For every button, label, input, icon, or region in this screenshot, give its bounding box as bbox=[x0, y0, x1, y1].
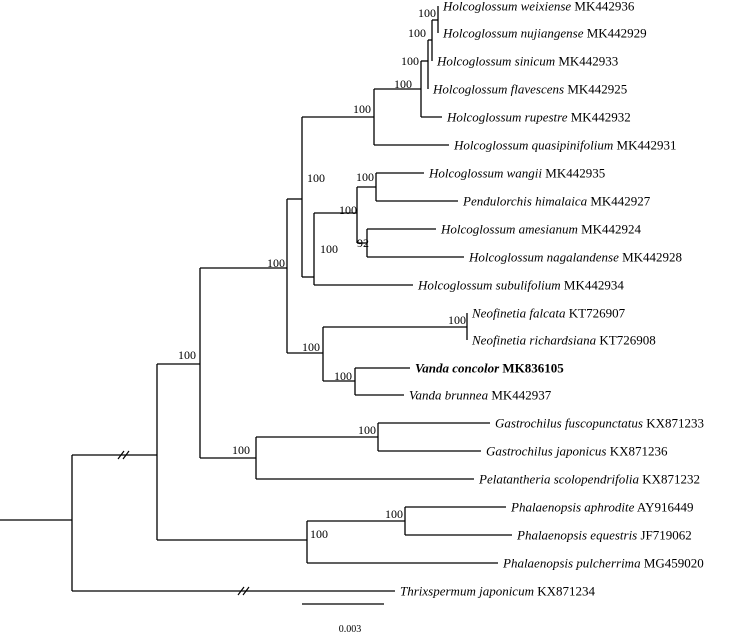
taxon-label: Holcoglossum amesianum MK442924 bbox=[440, 222, 642, 237]
taxon-accession: KX871233 bbox=[643, 416, 704, 431]
tree-branches bbox=[0, 6, 512, 592]
taxon-label: Pelatantheria scolopendrifolia KX871232 bbox=[478, 472, 700, 487]
bootstrap-value: 100 bbox=[394, 77, 412, 91]
branch-break-mark bbox=[242, 586, 250, 596]
taxon-accession: MK442932 bbox=[568, 110, 631, 125]
taxon-label: Holcoglossum flavescens MK442925 bbox=[432, 82, 627, 97]
taxon-accession: KT726908 bbox=[596, 333, 656, 348]
bootstrap-value: 100 bbox=[320, 242, 338, 256]
taxon-accession: MK442934 bbox=[561, 278, 625, 293]
bootstrap-value: 100 bbox=[334, 369, 352, 383]
taxon-label: Phalaenopsis pulcherrima MG459020 bbox=[502, 556, 704, 571]
taxon-label: Holcoglossum wangii MK442935 bbox=[428, 166, 605, 181]
scale-bar-label: 0.003 bbox=[339, 624, 362, 635]
bootstrap-value: 100 bbox=[385, 507, 403, 521]
bootstrap-value: 100 bbox=[353, 102, 371, 116]
taxon-species-name: Phalaenopsis pulcherrima bbox=[502, 556, 641, 571]
taxon-label: Phalaenopsis aphrodite AY916449 bbox=[510, 500, 694, 515]
taxon-accession: MK442937 bbox=[488, 388, 552, 403]
taxon-accession: KX871234 bbox=[534, 584, 596, 599]
taxon-species-name: Holcoglossum quasipinifolium bbox=[453, 138, 613, 153]
taxon-species-name: Neofinetia richardsiana bbox=[471, 333, 597, 348]
bootstrap-value: 100 bbox=[418, 6, 436, 20]
taxon-label: Neofinetia richardsiana KT726908 bbox=[471, 333, 656, 348]
taxon-species-name: Holcoglossum nujiangense bbox=[442, 26, 584, 41]
taxon-accession: MK442928 bbox=[619, 250, 682, 265]
taxon-accession: KT726907 bbox=[566, 306, 626, 321]
taxon-species-name: Vanda brunnea bbox=[409, 388, 489, 403]
bootstrap-value: 100 bbox=[448, 313, 466, 327]
bootstrap-value: 100 bbox=[178, 348, 196, 362]
taxon-labels: Holcoglossum weixiense MK442936Holcoglos… bbox=[400, 0, 704, 599]
taxon-label: Holcoglossum rupestre MK442932 bbox=[446, 110, 631, 125]
scale-bar: 0.003 bbox=[302, 603, 384, 635]
taxon-accession: MK442927 bbox=[587, 194, 651, 209]
bootstrap-value: 100 bbox=[267, 256, 285, 270]
taxon-species-name: Holcoglossum flavescens bbox=[432, 82, 564, 97]
taxon-species-name: Gastrochilus japonicus bbox=[486, 444, 607, 459]
taxon-label: Gastrochilus fuscopunctatus KX871233 bbox=[495, 416, 704, 431]
taxon-species-name: Holcoglossum subulifolium bbox=[417, 278, 561, 293]
taxon-label: Thrixspermum japonicum KX871234 bbox=[400, 584, 595, 599]
bootstrap-value: 92 bbox=[357, 236, 369, 250]
taxon-accession: MK442935 bbox=[542, 166, 605, 181]
taxon-species-name: Neofinetia falcata bbox=[471, 306, 566, 321]
bootstrap-value: 100 bbox=[232, 443, 250, 457]
taxon-accession: AY916449 bbox=[634, 500, 693, 515]
taxon-accession: MK442924 bbox=[578, 222, 642, 237]
taxon-label: Vanda brunnea MK442937 bbox=[409, 388, 552, 403]
taxon-label: Holcoglossum quasipinifolium MK442931 bbox=[453, 138, 676, 153]
bootstrap-value: 100 bbox=[358, 423, 376, 437]
taxon-species-name: Holcoglossum weixiense bbox=[442, 0, 571, 14]
taxon-accession: MK442931 bbox=[613, 138, 676, 153]
taxon-species-name: Holcoglossum amesianum bbox=[440, 222, 578, 237]
taxon-accession: MG459020 bbox=[641, 556, 704, 571]
taxon-accession: MK442925 bbox=[564, 82, 627, 97]
branch-break-mark bbox=[237, 586, 245, 596]
bootstrap-values: 100 100 100 100 100 100 100 100 92 100 100 100 100 10… bbox=[178, 6, 466, 541]
bootstrap-value: 100 bbox=[310, 527, 328, 541]
taxon-species-name: Holcoglossum rupestre bbox=[446, 110, 568, 125]
taxon-label: Pendulorchis himalaica MK442927 bbox=[462, 194, 651, 209]
bootstrap-value: 100 bbox=[302, 340, 320, 354]
taxon-accession: KX871232 bbox=[639, 472, 700, 487]
bootstrap-value: 100 bbox=[307, 171, 325, 185]
taxon-label: Gastrochilus japonicus KX871236 bbox=[486, 444, 668, 459]
taxon-label: Holcoglossum weixiense MK442936 bbox=[442, 0, 635, 14]
taxon-species-name: Holcoglossum wangii bbox=[428, 166, 542, 181]
taxon-accession: MK442936 bbox=[571, 0, 635, 14]
taxon-accession: KX871236 bbox=[607, 444, 669, 459]
taxon-label: Vanda concolor MK836105 bbox=[415, 361, 564, 376]
taxon-label: Phalaenopsis equestris JF719062 bbox=[516, 528, 692, 543]
taxon-species-name: Phalaenopsis equestris bbox=[516, 528, 637, 543]
taxon-accession: MK442929 bbox=[583, 26, 646, 41]
taxon-accession: MK442933 bbox=[555, 54, 618, 69]
bootstrap-value: 100 bbox=[339, 203, 357, 217]
taxon-species-name: Phalaenopsis aphrodite bbox=[510, 500, 635, 515]
taxon-label: Holcoglossum nagalandense MK442928 bbox=[468, 250, 682, 265]
bootstrap-value: 100 bbox=[408, 26, 426, 40]
branch-break-mark bbox=[117, 450, 125, 460]
taxon-accession: JF719062 bbox=[637, 528, 692, 543]
taxon-species-name: Holcoglossum sinicum bbox=[436, 54, 555, 69]
taxon-accession: MK836105 bbox=[499, 361, 564, 376]
taxon-label: Holcoglossum nujiangense MK442929 bbox=[442, 26, 647, 41]
taxon-species-name: Vanda concolor bbox=[415, 361, 500, 376]
taxon-label: Neofinetia falcata KT726907 bbox=[471, 306, 626, 321]
bootstrap-value: 100 bbox=[356, 170, 374, 184]
taxon-label: Holcoglossum sinicum MK442933 bbox=[436, 54, 618, 69]
bootstrap-value: 100 bbox=[401, 54, 419, 68]
taxon-species-name: Pendulorchis himalaica bbox=[462, 194, 588, 209]
taxon-label: Holcoglossum subulifolium MK442934 bbox=[417, 278, 624, 293]
taxon-species-name: Thrixspermum japonicum bbox=[400, 584, 534, 599]
branch-break-marks bbox=[117, 450, 250, 596]
taxon-species-name: Pelatantheria scolopendrifolia bbox=[478, 472, 639, 487]
taxon-species-name: Holcoglossum nagalandense bbox=[468, 250, 619, 265]
taxon-species-name: Gastrochilus fuscopunctatus bbox=[495, 416, 643, 431]
branch-break-mark bbox=[122, 450, 130, 460]
